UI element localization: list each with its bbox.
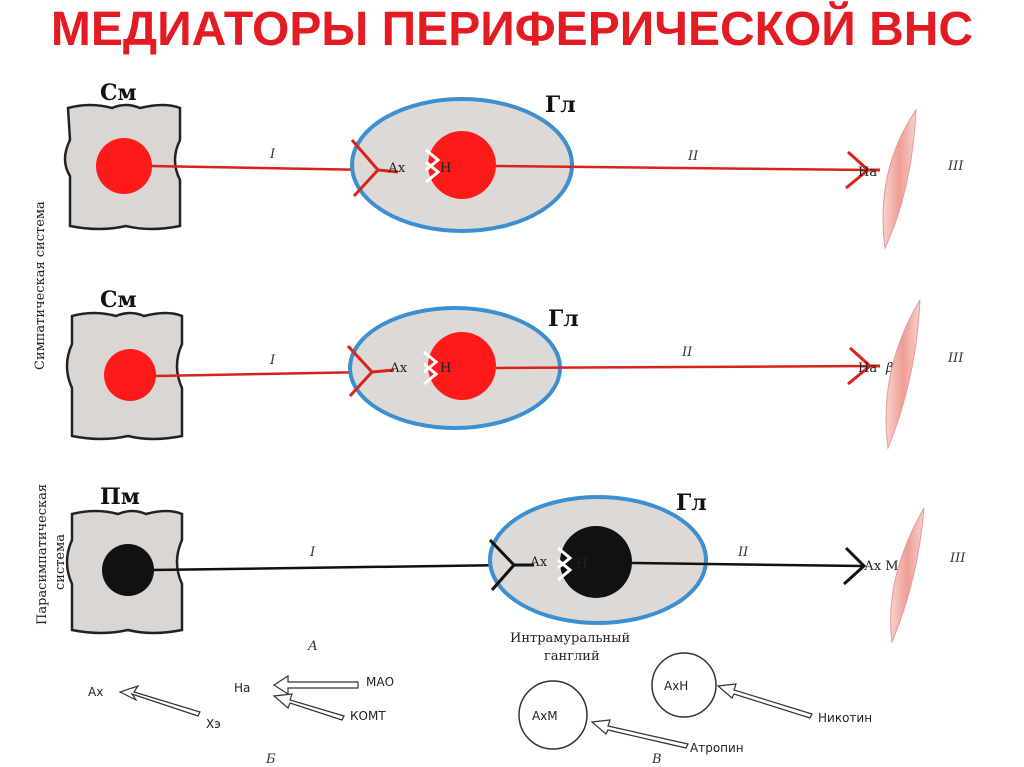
n-receptor-label: Н (576, 557, 587, 572)
row-sympathetic-alpha: См I Гл Ах Н II На α III (65, 80, 964, 248)
atropine-label: Атропин (690, 741, 744, 755)
spinal-center-label: См (100, 287, 137, 313)
sympathetic-system-label: Симпатическая система (33, 201, 48, 370)
ganglion-label: Гл (676, 490, 707, 516)
effector-III-label: III (947, 351, 964, 366)
ach-label: Ах (88, 685, 103, 699)
ach-m-receptor-label: Ах М (864, 559, 899, 574)
n-receptor-label: Н (440, 161, 451, 176)
mediator-na-label: На (858, 361, 877, 376)
effector-cell (886, 300, 920, 448)
panel-v-blockers: АхН АхМ Никотин Атропин (519, 653, 872, 755)
preganglionic-neuron (102, 544, 154, 596)
row-parasympathetic: Пм I Гл Ах Н II Ах М III Интрамуральный … (67, 484, 966, 664)
panel-b-label: Б (265, 752, 276, 767)
parasympathetic-label-1: Парасимпатическая (35, 484, 50, 625)
komt-label: КОМТ (350, 709, 386, 723)
panel-v-label: В (651, 752, 662, 767)
ganglion-label: Гл (548, 306, 579, 332)
cholinesterase-label: Хэ (206, 717, 221, 731)
spinal-center-label: См (100, 80, 137, 106)
ganglion-label: Гл (545, 92, 576, 118)
preganglionic-neuron (96, 138, 152, 194)
arrow-komt-to-na (274, 694, 344, 720)
fiber-I-label: I (269, 147, 276, 162)
effector-cell (883, 110, 916, 248)
arrow-nicotine (718, 684, 812, 718)
panel-b-metabolism: Ах Хэ На МАО КОМТ (88, 675, 394, 731)
panel-a-label: А (307, 639, 318, 654)
axh-label: АхН (664, 679, 688, 693)
mediator-na-label: На (858, 165, 877, 180)
n-receptor-label: Н (440, 361, 451, 376)
fiber-II-label: II (681, 345, 693, 360)
mediator-ach-label: Ах (390, 361, 408, 376)
ganglion-caption: ганглий (544, 649, 600, 664)
mediator-ach-label: Ах (388, 161, 406, 176)
effector-III-label: III (949, 551, 966, 566)
fiber-I-label: I (269, 353, 276, 368)
preganglionic-neuron (104, 349, 156, 401)
fiber-II-label: II (737, 545, 749, 560)
axm-label: АхМ (532, 709, 558, 723)
postganglionic-neuron (428, 332, 496, 400)
spinal-center-label: Пм (100, 484, 140, 510)
nicotine-label: Никотин (818, 711, 872, 725)
mao-label: МАО (366, 675, 394, 689)
arrow-mao-to-na (274, 676, 358, 694)
postganglionic-neuron (428, 131, 496, 199)
effector-III-label: III (947, 159, 964, 174)
arrow-che-to-ach (120, 686, 200, 716)
na-label: На (234, 681, 250, 695)
mediator-ach-label: Ах (530, 555, 548, 570)
effector-cell (891, 508, 924, 642)
intramural-caption: Интрамуральный (510, 631, 630, 646)
fiber-II-label: II (687, 149, 699, 164)
arrow-atropine (592, 720, 688, 748)
row-sympathetic-beta: См I Гл Ах Н II На β III (67, 287, 964, 448)
fiber-I-label: I (309, 545, 316, 560)
postganglionic-neuron (560, 526, 632, 598)
